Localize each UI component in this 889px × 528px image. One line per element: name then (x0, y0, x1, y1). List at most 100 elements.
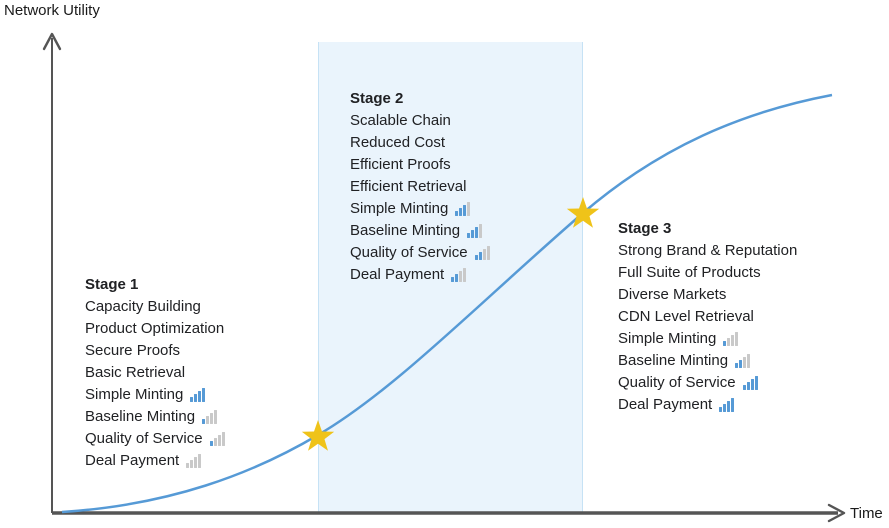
stage-item: Baseline Minting (618, 350, 797, 372)
progress-bars-icon (742, 376, 758, 390)
stage-item: Quality of Service (350, 242, 490, 264)
progress-bar-segment (482, 249, 486, 260)
stage-item: Quality of Service (85, 428, 225, 450)
progress-bars-icon (723, 332, 739, 346)
stage-item-label: Reduced Cost (350, 134, 446, 151)
stage-item: Diverse Markets (618, 284, 797, 306)
progress-bar-segment (467, 233, 471, 238)
progress-bar-segment (747, 354, 751, 368)
stage-item-label: Baseline Minting (350, 222, 461, 239)
stage-item: Deal Payment (618, 394, 797, 416)
stage-item-label: Efficient Retrieval (350, 178, 467, 195)
stage-item-label: Strong Brand & Reputation (618, 242, 798, 259)
progress-bars-icon (209, 432, 225, 446)
progress-bars-icon (467, 224, 483, 238)
stage-item: Capacity Building (85, 296, 225, 318)
progress-bar-segment (750, 379, 754, 390)
progress-bars-icon (735, 354, 751, 368)
stage-item-label: Deal Payment (350, 266, 445, 283)
stage-item-label: Product Optimization (85, 320, 225, 337)
progress-bar-segment (210, 413, 214, 424)
progress-bar-segment (455, 274, 459, 282)
progress-bar-segment (727, 401, 731, 412)
progress-bars-icon (186, 454, 202, 468)
progress-bars-icon (202, 410, 218, 424)
stage2-band (318, 42, 583, 514)
progress-bar-segment (459, 271, 463, 282)
stage-item: Product Optimization (85, 318, 225, 340)
progress-bar-segment (742, 385, 746, 390)
progress-bar-segment (735, 332, 739, 346)
progress-bars-icon (719, 398, 735, 412)
stage-item-label: Deal Payment (618, 396, 713, 413)
progress-bars-icon (190, 388, 206, 402)
progress-bar-segment (731, 398, 735, 412)
progress-bar-segment (202, 388, 206, 402)
progress-bar-segment (463, 205, 467, 216)
progress-bar-segment (731, 335, 735, 346)
progress-bar-segment (723, 341, 727, 346)
progress-bar-segment (743, 357, 747, 368)
stage-item: Efficient Proofs (350, 154, 490, 176)
stage-item: Efficient Retrieval (350, 176, 490, 198)
progress-bar-segment (723, 404, 727, 412)
progress-bar-segment (451, 277, 455, 282)
stage-item-label: CDN Level Retrieval (618, 308, 754, 325)
stage-1-heading: Stage 1 (85, 276, 139, 293)
stage-item-label: Capacity Building (85, 298, 201, 315)
stage-item: Basic Retrieval (85, 362, 225, 384)
stage-item: Secure Proofs (85, 340, 225, 362)
stage-item-label: Basic Retrieval (85, 364, 186, 381)
network-utility-curve (61, 93, 833, 514)
stage-item: Simple Minting (618, 328, 797, 350)
y-axis-arrow-icon (42, 32, 62, 51)
stage-item-label: Quality of Service (350, 244, 468, 261)
stage-2-heading: Stage 2 (350, 90, 404, 107)
milestone-star-icon (566, 197, 600, 228)
progress-bar-segment (719, 407, 723, 412)
stage-item: Quality of Service (618, 372, 797, 394)
progress-bar-segment (202, 419, 206, 424)
progress-bar-segment (198, 454, 202, 468)
milestone-star-icon (301, 420, 335, 451)
progress-bar-segment (190, 460, 194, 468)
progress-bar-segment (463, 268, 467, 282)
progress-bar-segment (214, 410, 218, 424)
progress-bar-segment (471, 230, 475, 238)
stage-item: Reduced Cost (350, 132, 490, 154)
progress-bar-segment (478, 252, 482, 260)
stage-item-label: Quality of Service (618, 374, 736, 391)
progress-bar-segment (474, 255, 478, 260)
progress-bar-segment (754, 376, 758, 390)
stage-item-label: Simple Minting (350, 200, 449, 217)
stage-item: Baseline Minting (350, 220, 490, 242)
progress-bar-segment (455, 211, 459, 216)
stage-item: Baseline Minting (85, 406, 225, 428)
stage-item: Simple Minting (85, 384, 225, 406)
progress-bar-segment (735, 363, 739, 368)
progress-bars-icon (451, 268, 467, 282)
x-axis-label: Time (850, 505, 883, 522)
stage-item: Simple Minting (350, 198, 490, 220)
stage-item-label: Baseline Minting (618, 352, 729, 369)
progress-bar-segment (221, 432, 225, 446)
stage-item-label: Simple Minting (618, 330, 717, 347)
progress-bar-segment (217, 435, 221, 446)
stage-item: Deal Payment (85, 450, 225, 472)
progress-bar-segment (467, 202, 471, 216)
stage-item-label: Quality of Service (85, 430, 203, 447)
stage-item-label: Diverse Markets (618, 286, 727, 303)
stage-item-label: Baseline Minting (85, 408, 196, 425)
y-axis-label: Network Utility (4, 2, 100, 19)
progress-bar-segment (459, 208, 463, 216)
stage-item: CDN Level Retrieval (618, 306, 797, 328)
stage-item-label: Full Suite of Products (618, 264, 761, 281)
progress-bars-icon (474, 246, 490, 260)
